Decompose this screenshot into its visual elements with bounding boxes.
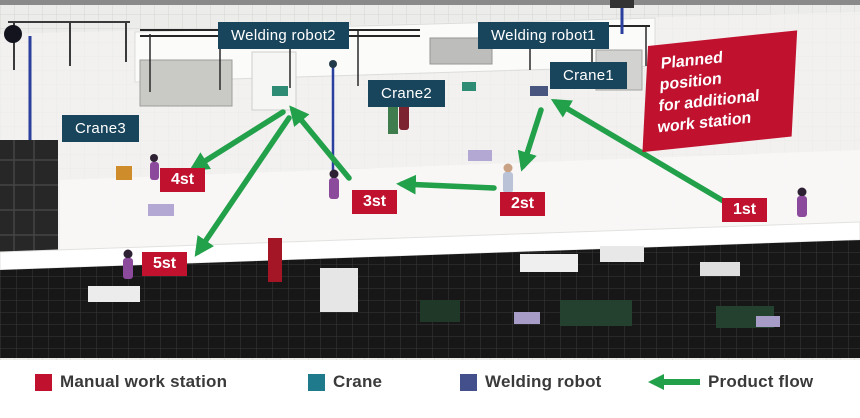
- factory-scene: Welding robot2 Welding robot1 Crane1 Cra…: [0, 0, 860, 360]
- legend-item-manual-work-station: Manual work station: [35, 372, 227, 392]
- station-badge-3st: 3st: [352, 190, 398, 214]
- welding-robot-swatch-icon: [460, 373, 477, 391]
- label-welding-robot2: Welding robot2: [218, 22, 349, 49]
- worker-figure: [797, 187, 807, 217]
- flow-arrow-welding-to-4st: [188, 109, 286, 172]
- flow-arrow-welding-to-5st: [194, 115, 292, 257]
- planned-position-box: Planned position for additional work sta…: [642, 30, 798, 153]
- product-flow-arrows: [188, 98, 745, 257]
- lower-level: [0, 221, 860, 358]
- legend-item-crane: Crane: [308, 372, 382, 392]
- station-badge-4st: 4st: [160, 168, 206, 192]
- station-badge-1st: 1st: [722, 198, 768, 222]
- legend: Manual work station Crane Welding robot …: [0, 360, 860, 418]
- legend-item-product-flow: Product flow: [648, 372, 813, 392]
- station-badge-2st: 2st: [500, 192, 546, 216]
- pallet-pads: [148, 150, 492, 216]
- legend-label: Product flow: [708, 372, 814, 391]
- label-welding-robot1: Welding robot1: [478, 22, 609, 49]
- worker-figure: [329, 169, 339, 199]
- label-crane1: Crane1: [550, 62, 627, 89]
- workers: [123, 95, 807, 279]
- label-crane2: Crane2: [368, 80, 445, 107]
- legend-label: Welding robot: [485, 372, 602, 391]
- flow-arrow-1st-to-crane1: [550, 98, 745, 215]
- worker-figure: [123, 249, 133, 279]
- legend-label: Crane: [333, 372, 383, 391]
- station-badge-5st: 5st: [142, 252, 188, 276]
- label-crane3: Crane3: [62, 115, 139, 142]
- product-flow-arrow-icon: [648, 374, 700, 390]
- worker-figure: [503, 163, 513, 193]
- worker-figure: [150, 154, 159, 180]
- crane-swatch-icon: [308, 373, 325, 391]
- legend-label: Manual work station: [60, 372, 228, 391]
- legend-item-welding-robot: Welding robot: [460, 372, 602, 392]
- flow-arrow-crane1-to-2st: [517, 107, 544, 172]
- manual-work-station-swatch-icon: [35, 373, 52, 391]
- flow-arrow-2st-to-3st: [396, 174, 497, 195]
- flow-arrow-3st-to-welding: [289, 105, 352, 181]
